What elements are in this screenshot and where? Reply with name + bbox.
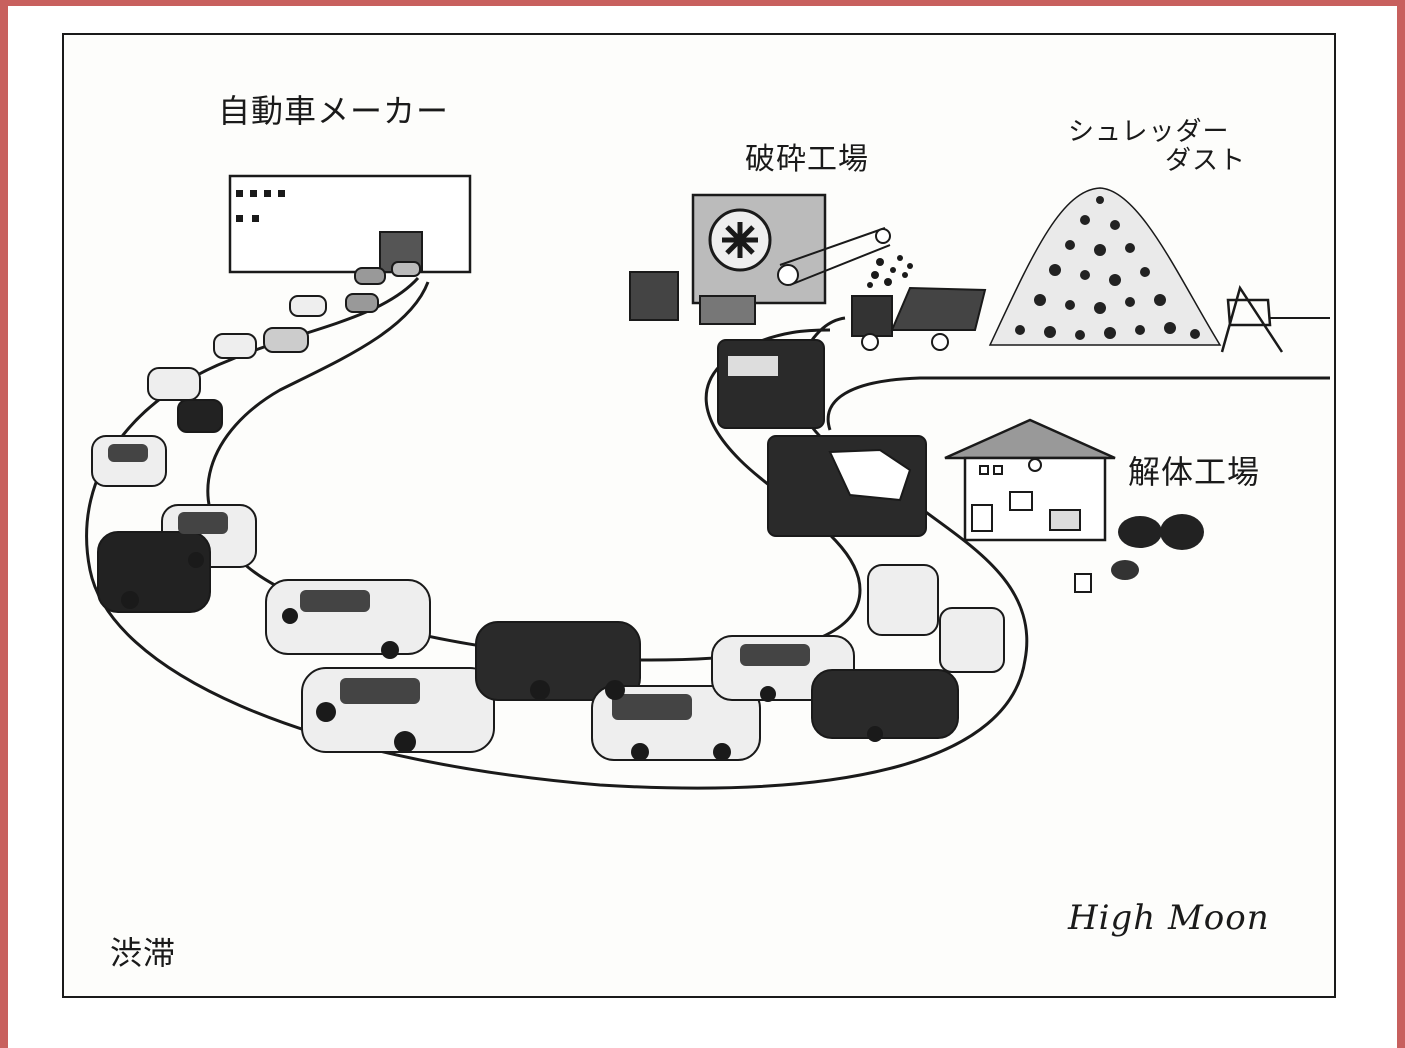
trucks xyxy=(717,339,927,537)
crushing-plant xyxy=(629,193,913,325)
shredder-dust-label-line1: シュレッダー xyxy=(1068,117,1230,147)
signature: High Moon xyxy=(1068,898,1270,938)
automaker-factory xyxy=(228,174,472,274)
car xyxy=(147,367,201,401)
car xyxy=(354,267,386,285)
shredder-dust-pile xyxy=(988,187,1284,353)
car xyxy=(811,669,959,739)
car xyxy=(177,399,223,433)
shredder-dust-label-line2: ダスト xyxy=(1165,146,1247,176)
dismantling-plant xyxy=(944,418,1204,593)
car xyxy=(263,327,309,353)
crushing-plant-label: 破砕工場 xyxy=(745,142,869,177)
car xyxy=(939,607,1005,673)
car xyxy=(213,333,257,359)
traffic-jam-label: 渋滞 xyxy=(110,934,177,972)
car xyxy=(289,295,327,317)
road-inner-edge xyxy=(206,281,862,662)
car xyxy=(97,531,211,613)
car xyxy=(475,621,641,701)
branch-road xyxy=(826,376,1330,431)
truck xyxy=(717,339,825,429)
dismantling-plant-label: 解体工場 xyxy=(1128,453,1261,491)
car xyxy=(345,293,379,313)
dump-truck xyxy=(851,286,987,351)
automaker-label: 自動車メーカー xyxy=(218,92,450,130)
car xyxy=(867,564,939,636)
cars xyxy=(91,261,1005,761)
car xyxy=(391,261,421,277)
